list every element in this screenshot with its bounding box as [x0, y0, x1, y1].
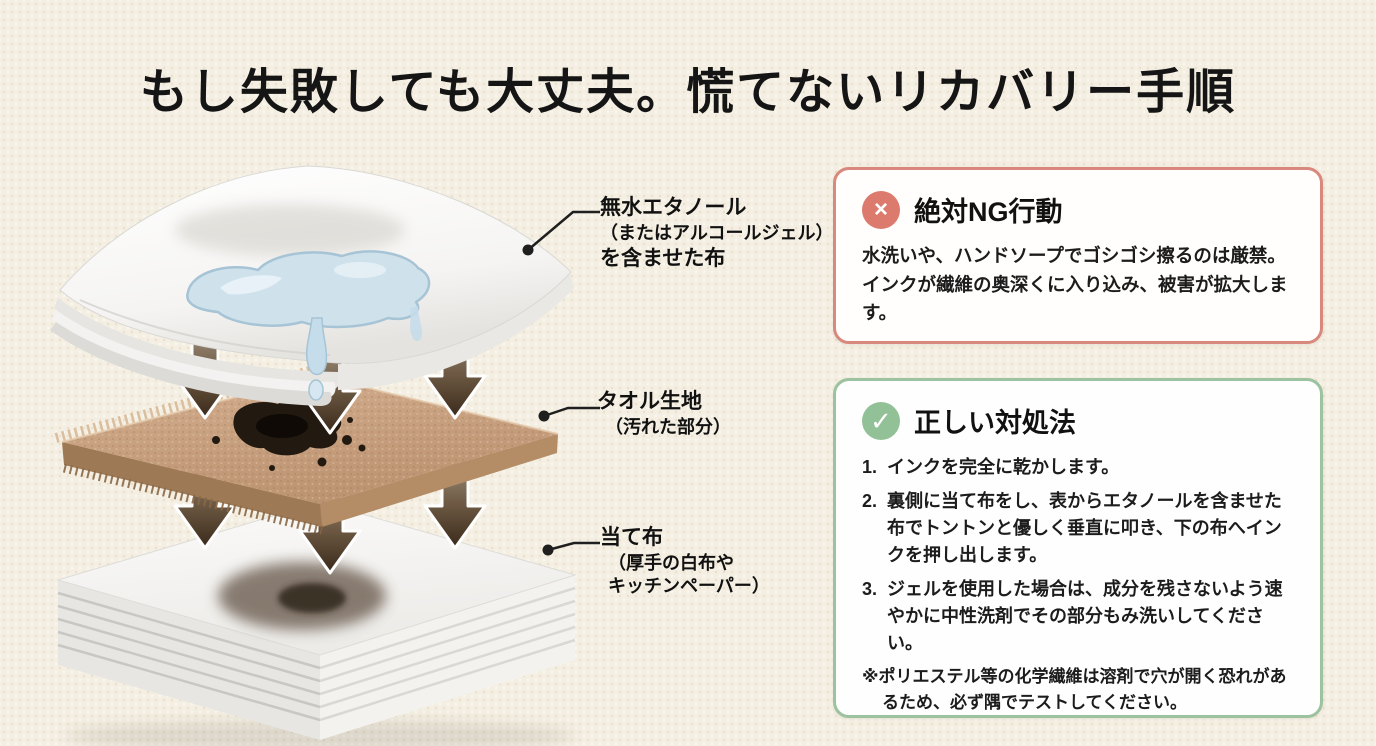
steps-list: 1. インクを完全に乾かします。 2. 裏側に当て布をし、表からエタノールを含ま… [862, 454, 1294, 657]
ok-panel-title: 正しい対処法 [914, 408, 1076, 438]
label-backing-cloth: 当て布 （厚手の白布や キッチンペーパー） [600, 524, 770, 599]
leader-dot [522, 244, 534, 256]
note-text: ポリエステル等の化学繊維は溶剤で穴が開く恐れがあるため、必ず隅でテストしてくださ… [878, 667, 1287, 712]
x-circle-icon: × [862, 190, 900, 229]
ok-panel: ✓ 正しい対処法 1. インクを完全に乾かします。 2. 裏側に当て布をし、表か… [833, 378, 1323, 718]
leader-dot [538, 410, 550, 422]
ethanol-cloth-illustration [50, 165, 574, 406]
label-ethanol-cloth: 無水エタノール （またはアルコールジェル） を含ませた布 [600, 194, 833, 273]
caution-note: ※ポリエステル等の化学繊維は溶剤で穴が開く恐れがあるため、必ず隅でテストしてくだ… [862, 664, 1294, 715]
step-number: 2. [862, 491, 878, 511]
label-towel: タオル生地 （汚れた部分） [597, 388, 731, 439]
check-circle-icon: ✓ [862, 401, 900, 440]
ng-panel-header: × 絶対NG行動 [862, 190, 1294, 229]
step-number: 1. [862, 457, 878, 477]
ok-panel-header: ✓ 正しい対処法 [862, 401, 1294, 440]
layers-illustration [50, 165, 600, 746]
label-line: 無水エタノール [600, 196, 747, 219]
step-number: 3. [862, 579, 878, 599]
label-line: （厚手の白布や [608, 552, 734, 573]
ng-panel-title: 絶対NG行動 [914, 197, 1063, 227]
ethanol-puddle [186, 250, 431, 401]
label-line: キッチンペーパー） [608, 576, 770, 597]
page-title: もし失敗しても大丈夫。慌てないリカバリー手順 [139, 66, 1237, 119]
step-text: ジェルを使用した場合は、成分を残さないよう速やかに中性洗剤でその部分もみ洗いして… [887, 579, 1283, 653]
label-line: 当て布 [600, 526, 663, 549]
label-line: タオル生地 [597, 390, 702, 413]
ink-stain-soaked [218, 562, 386, 630]
step-text: 裏側に当て布をし、表からエタノールを含ませた布でトントンと優しく垂直に叩き、下の… [887, 491, 1282, 565]
leader-lines [527, 210, 600, 552]
label-line: （またはアルコールジェル） [600, 222, 834, 243]
label-line: （汚れた部分） [605, 416, 731, 437]
step-text: インクを完全に乾かします。 [887, 457, 1120, 477]
list-item: 3. ジェルを使用した場合は、成分を残さないよう速やかに中性洗剤でその部分もみ洗… [862, 576, 1294, 657]
ng-panel-body: 水洗いや、ハンドソープでゴシゴシ擦るのは厳禁。インクが繊維の奥深くに入り込み、被… [862, 245, 1288, 324]
note-marker: ※ [862, 667, 879, 686]
ng-panel: × 絶対NG行動 水洗いや、ハンドソープでゴシゴシ擦るのは厳禁。インクが繊維の奥… [833, 167, 1323, 344]
list-item: 1. インクを完全に乾かします。 [862, 454, 1294, 481]
leader-dot [542, 544, 554, 556]
backing-stack-illustration [56, 501, 577, 740]
label-line: を含ませた布 [600, 247, 726, 271]
list-item: 2. 裏側に当て布をし、表からエタノールを含ませた布でトントンと優しく垂直に叩き… [862, 488, 1294, 569]
